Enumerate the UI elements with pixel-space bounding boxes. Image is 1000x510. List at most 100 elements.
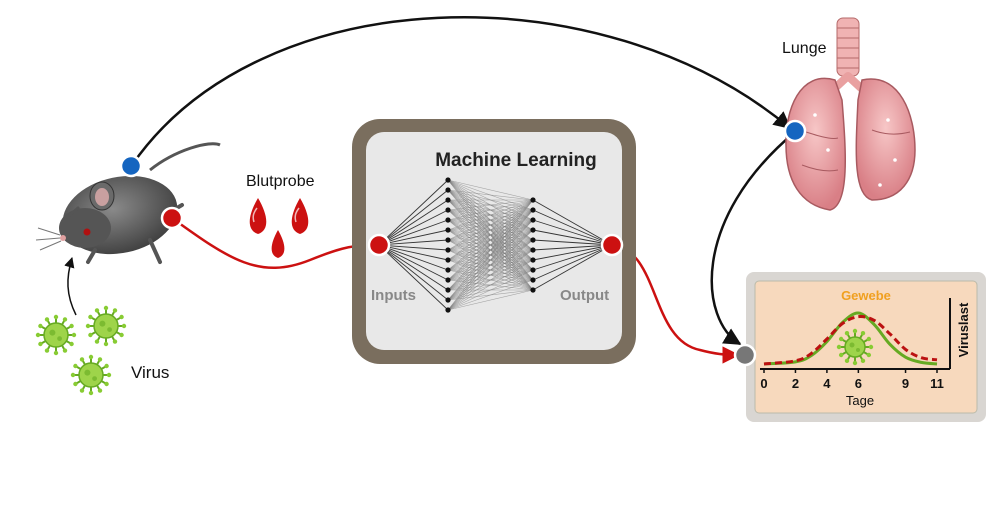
arrow-lung-to-plot bbox=[710, 131, 796, 346]
nn-connection bbox=[447, 199, 534, 301]
ml-output-node bbox=[600, 233, 624, 257]
nn-connection bbox=[447, 219, 534, 311]
nn-connection bbox=[532, 244, 613, 251]
nn-connection bbox=[447, 199, 534, 241]
chart-tick-label: 0 bbox=[760, 376, 767, 391]
nn-connection bbox=[378, 209, 449, 246]
chart-series-line-2 bbox=[763, 315, 938, 366]
nn-connection bbox=[378, 244, 449, 261]
nn-connection bbox=[378, 244, 449, 311]
nn-connection bbox=[447, 199, 534, 211]
nn-neuron bbox=[530, 197, 536, 203]
nn-neuron bbox=[530, 287, 536, 293]
output-label: Output bbox=[560, 287, 609, 304]
virus-in-plot-icon bbox=[836, 328, 874, 366]
nn-connection bbox=[447, 249, 534, 311]
virus-icon bbox=[35, 314, 77, 356]
nn-connection bbox=[447, 199, 534, 261]
nn-connection bbox=[378, 199, 449, 246]
nn-connection bbox=[447, 199, 534, 311]
nn-neuron bbox=[445, 187, 451, 193]
ml-title: Machine Learning bbox=[435, 150, 597, 171]
chart-tick-label: 11 bbox=[930, 376, 944, 391]
nn-connection bbox=[447, 199, 534, 221]
nn-connection bbox=[447, 199, 534, 231]
nn-connection bbox=[378, 244, 449, 301]
nn-connection bbox=[532, 239, 613, 246]
nn-neuron bbox=[445, 297, 451, 303]
virus-icon-group bbox=[35, 305, 127, 396]
nn-connection bbox=[447, 179, 534, 201]
nn-connection bbox=[378, 179, 449, 246]
nn-connection bbox=[447, 229, 534, 311]
nn-neuron bbox=[445, 307, 451, 313]
blood-drop-icon bbox=[249, 198, 309, 258]
nn-neuron bbox=[530, 247, 536, 253]
nn-connection bbox=[378, 244, 449, 271]
mouse-to-lung-node bbox=[119, 154, 143, 178]
nn-neuron bbox=[530, 227, 536, 233]
nn-connection bbox=[447, 279, 534, 311]
chart-tick-label: 4 bbox=[823, 376, 831, 391]
nn-neuron bbox=[445, 177, 451, 183]
chart-tick-label: 2 bbox=[792, 376, 799, 391]
nn-neuron bbox=[445, 247, 451, 253]
inputs-label: Inputs bbox=[371, 287, 416, 304]
nn-neuron bbox=[445, 257, 451, 263]
mouse-icon bbox=[35, 142, 221, 264]
arrow-ml-to-plot bbox=[611, 243, 740, 364]
nn-connection bbox=[532, 244, 613, 281]
nn-neuron bbox=[530, 267, 536, 273]
nn-connection bbox=[532, 209, 613, 246]
nn-neuron bbox=[445, 287, 451, 293]
lung-icon bbox=[785, 17, 916, 211]
nn-connection bbox=[378, 229, 449, 246]
arrow-mouse-to-lung bbox=[130, 16, 792, 166]
nn-connection bbox=[378, 244, 449, 281]
plot-title: Gewebe bbox=[841, 288, 891, 303]
lung-node bbox=[783, 119, 807, 143]
nn-connection bbox=[532, 229, 613, 246]
nn-connection bbox=[447, 189, 534, 201]
nn-neuron bbox=[445, 217, 451, 223]
virus-icon bbox=[836, 328, 874, 366]
nn-neuron bbox=[530, 217, 536, 223]
nn-connection bbox=[532, 199, 613, 246]
plot-input-node bbox=[733, 343, 757, 367]
nn-connection bbox=[447, 269, 534, 311]
nn-connection bbox=[532, 219, 613, 246]
nn-connection bbox=[447, 209, 534, 311]
chart-xlabel: Tage bbox=[846, 393, 874, 408]
nn-neuron bbox=[530, 277, 536, 283]
nn-neuron bbox=[530, 207, 536, 213]
nn-connection bbox=[447, 199, 534, 291]
nn-connection bbox=[378, 244, 449, 291]
ml-input-node bbox=[367, 233, 391, 257]
nn-connection bbox=[447, 239, 534, 311]
virus-icon bbox=[85, 305, 127, 347]
nn-connection bbox=[532, 244, 613, 271]
nn-connection bbox=[532, 244, 613, 291]
nn-connection bbox=[447, 199, 534, 251]
nn-connection bbox=[447, 199, 534, 281]
chart-tick-label: 6 bbox=[855, 376, 862, 391]
nn-neuron bbox=[445, 197, 451, 203]
nn-neuron bbox=[530, 257, 536, 263]
nn-connection bbox=[378, 219, 449, 246]
chart-ylabel: Viruslast bbox=[956, 302, 971, 357]
nn-neuron bbox=[445, 267, 451, 273]
chart-tick-label: 9 bbox=[902, 376, 909, 391]
lung-label: Lunge bbox=[782, 40, 827, 57]
arrow-virus-to-mouse bbox=[64, 256, 77, 316]
nn-connection bbox=[447, 199, 534, 271]
nn-connection bbox=[532, 244, 613, 261]
nn-neuron bbox=[530, 237, 536, 243]
blood-sample-label: Blutprobe bbox=[246, 173, 315, 190]
nn-connection bbox=[378, 244, 449, 251]
arrow-mouse-to-ml bbox=[171, 216, 374, 269]
nn-connection bbox=[378, 189, 449, 246]
nn-connection bbox=[378, 239, 449, 246]
virus-icon bbox=[70, 354, 112, 396]
nn-neuron bbox=[445, 227, 451, 233]
